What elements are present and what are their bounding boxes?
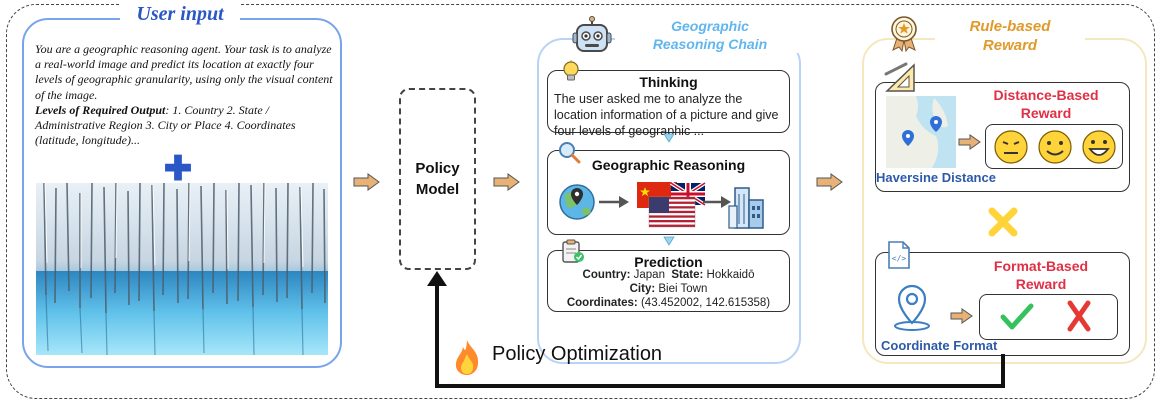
city-icon [728,187,764,229]
arrow-to-chain [493,173,520,191]
format-reward-line1: Format-Based [993,258,1089,274]
prompt-text: You are a geographic reasoning agent. Yo… [35,42,333,148]
thinking-title: Thinking [639,74,698,90]
arrow-to-reward [816,173,843,191]
prediction-city: City: Biei Town [548,282,789,297]
prediction-coordinates: Coordinates: (43.452002, 142.615358) [548,296,789,311]
user-input-title: User input [120,4,240,24]
distance-reward-title: Distance-Based Reward [976,86,1116,122]
thinking-text: The user asked me to analyze the locatio… [554,92,779,138]
robot-icon [572,16,612,52]
state-label: State: [671,269,704,281]
prediction-country-state: Country: Japan State: Hokkaidō [548,268,789,283]
clipboard-icon [562,239,584,263]
reasoning-flow-graphic [559,181,764,229]
policy-model-box: Policy Model [399,88,476,270]
medal-icon [891,16,917,52]
frozen-lake-image [36,183,328,355]
policy-model-line2: Model [415,181,460,198]
flags-icon [637,181,707,228]
coordinates-label: Coordinates: [566,297,638,309]
svg-text:</>: </> [892,254,907,263]
prediction-card: Prediction Country: Japan State: Hokkaid… [547,250,790,312]
arrow-to-checks [950,308,973,324]
map-icon [886,96,956,168]
distance-reward-line1: Distance-Based [993,87,1099,103]
reward-faces [994,130,1116,164]
multiply-icon [988,207,1018,237]
city-label: City: [629,283,656,295]
globe-icon [559,184,595,220]
coordinate-format-label: Coordinate Format [881,338,998,353]
format-reward-line2: Reward [1015,276,1067,292]
feedback-loop-arrow [427,271,1005,388]
city-value: Biei Town [658,283,708,295]
prompt-body: You are a geographic reasoning agent. Yo… [35,42,333,102]
reward-title: Rule-based Reward [935,17,1085,55]
reward-title-line1: Rule-based [969,18,1051,35]
reward-title-line2: Reward [982,37,1038,54]
code-file-icon: </> [888,241,910,269]
policy-model-label: Policy Model [415,158,459,200]
policy-model-line1: Policy [415,160,460,177]
fire-icon [455,340,479,375]
ruler-triangle-icon [884,62,915,92]
arrow-to-faces [958,134,981,150]
arrow-to-policy [353,173,380,191]
coordinates-value: (43.452002, 142.615358) [640,297,771,309]
plus-icon: ✚ [163,150,193,188]
check-icon [1000,303,1034,330]
location-pin-icon [894,284,930,331]
thinking-card: Thinking The user asked me to analyze th… [547,70,790,138]
big-smile-face-icon [1082,130,1116,164]
haversine-label: Haversine Distance [876,170,996,185]
format-reward-title: Format-Based Reward [966,257,1116,293]
lightbulb-icon [563,60,579,81]
flow-arrow-1 [663,133,675,143]
levels-label: Levels of Required Output [35,102,166,117]
smile-face-icon [1038,130,1072,164]
reasoning-chain-title: Geographic Reasoning Chain [615,17,805,53]
chain-title-line1: Geographic [671,18,749,34]
prediction-title: Prediction [634,254,703,270]
distance-reward-line2: Reward [1020,105,1072,121]
unhappy-face-icon [994,130,1028,164]
levels-text: : 1. Country 2. State / Administrative R… [35,102,296,148]
country-label: Country: [582,269,631,281]
state-value: Hokkaidō [706,269,755,281]
country-value: Japan [633,269,665,281]
magnifier-icon [559,142,581,164]
chain-title-line2: Reasoning Chain [652,36,768,52]
policy-optimization-label: Policy Optimization [492,343,663,365]
cross-icon [1067,300,1091,332]
map-pin-icon [902,116,942,146]
input-photo [36,183,328,355]
reasoning-title: Geographic Reasoning [591,157,746,173]
user-input-title-text: User input [136,3,224,25]
flow-arrow-2 [663,236,675,246]
outer-frame [6,4,1155,399]
